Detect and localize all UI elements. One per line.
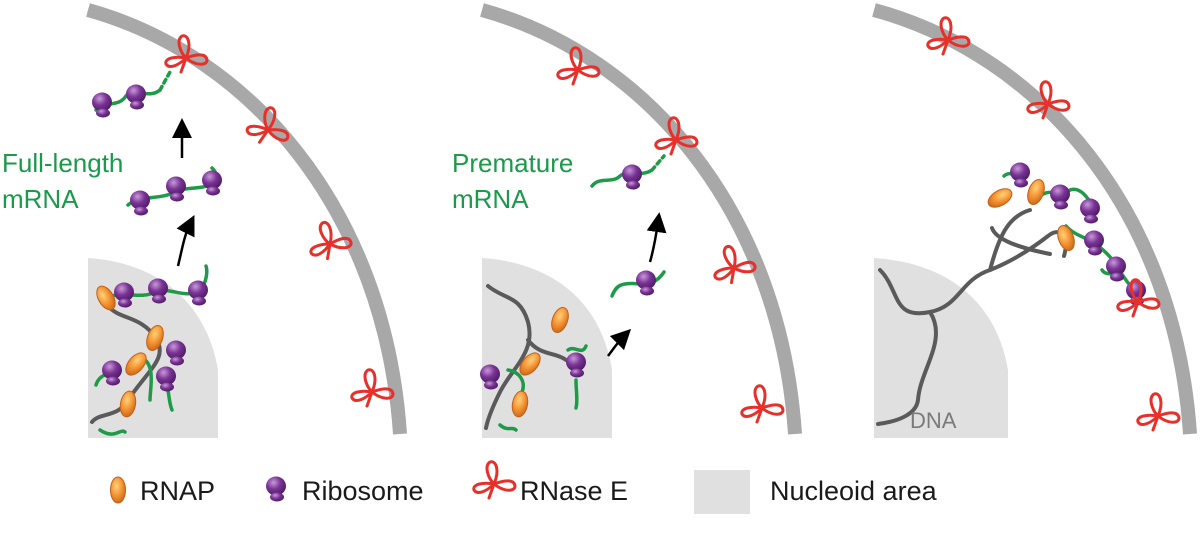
ribosome-icon — [92, 92, 112, 118]
dna-strand — [526, 338, 568, 362]
rnase-e-icon — [1136, 392, 1181, 432]
ribosome-icon — [130, 190, 150, 216]
dna-label: DNA — [910, 408, 957, 433]
panel-3: DNA — [872, 3, 1197, 438]
ribosome-icon — [1080, 198, 1100, 224]
panel-1-label-line1: Full-length — [2, 148, 123, 178]
legend: RNAP Ribosome RNase E Nucleoid area — [110, 460, 938, 514]
arrow-icon — [176, 215, 195, 267]
dna-strand — [90, 304, 162, 424]
ribosome-icon — [1084, 230, 1104, 256]
rnase-e-icon — [740, 384, 785, 424]
legend-nucleoid-label: Nucleoid area — [770, 476, 938, 506]
ribosome-icon — [1010, 162, 1030, 188]
rnap-icon — [984, 184, 1016, 212]
panel-2: Premature mRNA — [452, 3, 802, 438]
arrow-icon — [606, 328, 632, 357]
cell-membrane — [86, 3, 407, 435]
nucleoid-swatch-icon — [694, 470, 750, 514]
dna-strand — [484, 284, 532, 430]
rnap-icon — [1024, 176, 1048, 208]
legend-rnase-e-label: RNase E — [520, 476, 628, 506]
ribosome-icon — [188, 280, 208, 306]
rnap-icon — [1054, 222, 1078, 254]
panel-1: Full-length mRNA — [2, 3, 407, 438]
ribosome-icon — [622, 164, 642, 190]
ribosome-icon — [1106, 256, 1126, 282]
ribosome-icon — [202, 170, 222, 196]
nucleoid-area — [874, 258, 1008, 438]
legend-rnap-label: RNAP — [140, 476, 215, 506]
panel-1-label-line2: mRNA — [2, 184, 79, 214]
arrow-icon — [646, 212, 667, 263]
ribosome-icon — [126, 84, 146, 110]
legend-ribosome-label: Ribosome — [302, 476, 424, 506]
ribosome-icon — [1050, 184, 1070, 210]
nucleoid-area — [482, 258, 612, 438]
panel-2-label-line2: mRNA — [452, 184, 529, 214]
cell-membrane — [480, 3, 802, 435]
ribosome-icon — [636, 270, 656, 296]
rnase-e-icon — [472, 460, 517, 500]
ribosome-icon — [266, 476, 286, 502]
rnap-icon — [110, 476, 126, 504]
cell-membrane — [872, 3, 1197, 435]
ribosome-icon — [166, 176, 186, 202]
panel-2-label-line1: Premature — [452, 148, 573, 178]
